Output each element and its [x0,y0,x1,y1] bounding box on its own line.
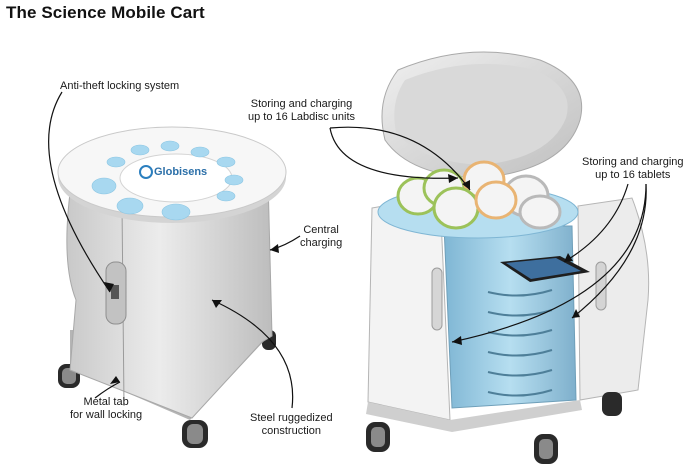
arrowheads [104,174,580,384]
wheel-icon [366,422,390,452]
label-central-charging-line2: charging [300,237,343,249]
arrow-anti-theft [48,91,111,293]
left-cart [57,126,287,448]
label-metal-tab-line1: Metal tab [83,396,129,408]
label-central-charging: Central charging [300,224,342,250]
label-steel-line1: Steel ruggedized [250,412,333,424]
label-tablets: Storing and charging up to 16 tablets [582,156,684,182]
right-door [577,197,650,401]
label-anti-theft-text: Anti-theft locking system [60,80,180,92]
lock-icon [111,285,119,299]
charging-slot-icons [91,140,244,221]
tablet-slots [487,289,553,397]
label-steel: Steel ruggedized construction [250,412,333,438]
arrow-labdisc [329,127,459,179]
labdisc-units [396,160,562,230]
arrow-steel [211,299,294,409]
label-central-charging-line1: Central [303,224,339,236]
label-steel-line2: construction [261,425,321,437]
label-metal-tab: Metal tab for wall locking [70,396,142,422]
arrow-metal-tab [94,381,121,399]
label-labdisc: Storing and charging up to 16 Labdisc un… [248,98,355,124]
interior [443,225,577,409]
label-labdisc-line2: up to 16 Labdisc units [248,111,356,123]
arrow-labdisc-2 [329,126,471,191]
wheel-icon [182,420,208,448]
cart-body [66,177,273,419]
arrow-tablets-3 [451,183,647,343]
wheel-icon [602,392,622,416]
label-anti-theft: Anti-theft locking system [60,80,179,93]
label-labdisc-line1: Storing and charging [250,98,353,110]
label-tablets-line1: Storing and charging [582,156,684,168]
label-metal-tab-line2: for wall locking [70,409,143,421]
brand-logo-icon [139,165,153,179]
brand-name: Globisens [154,166,208,178]
right-cart [366,51,650,464]
label-tablets-line2: up to 16 tablets [595,169,671,181]
wheel-icon [534,434,558,464]
arrow-tablets-2 [571,183,647,319]
diagram-title: The Science Mobile Cart [6,3,205,22]
arrow-tablets [563,183,629,263]
